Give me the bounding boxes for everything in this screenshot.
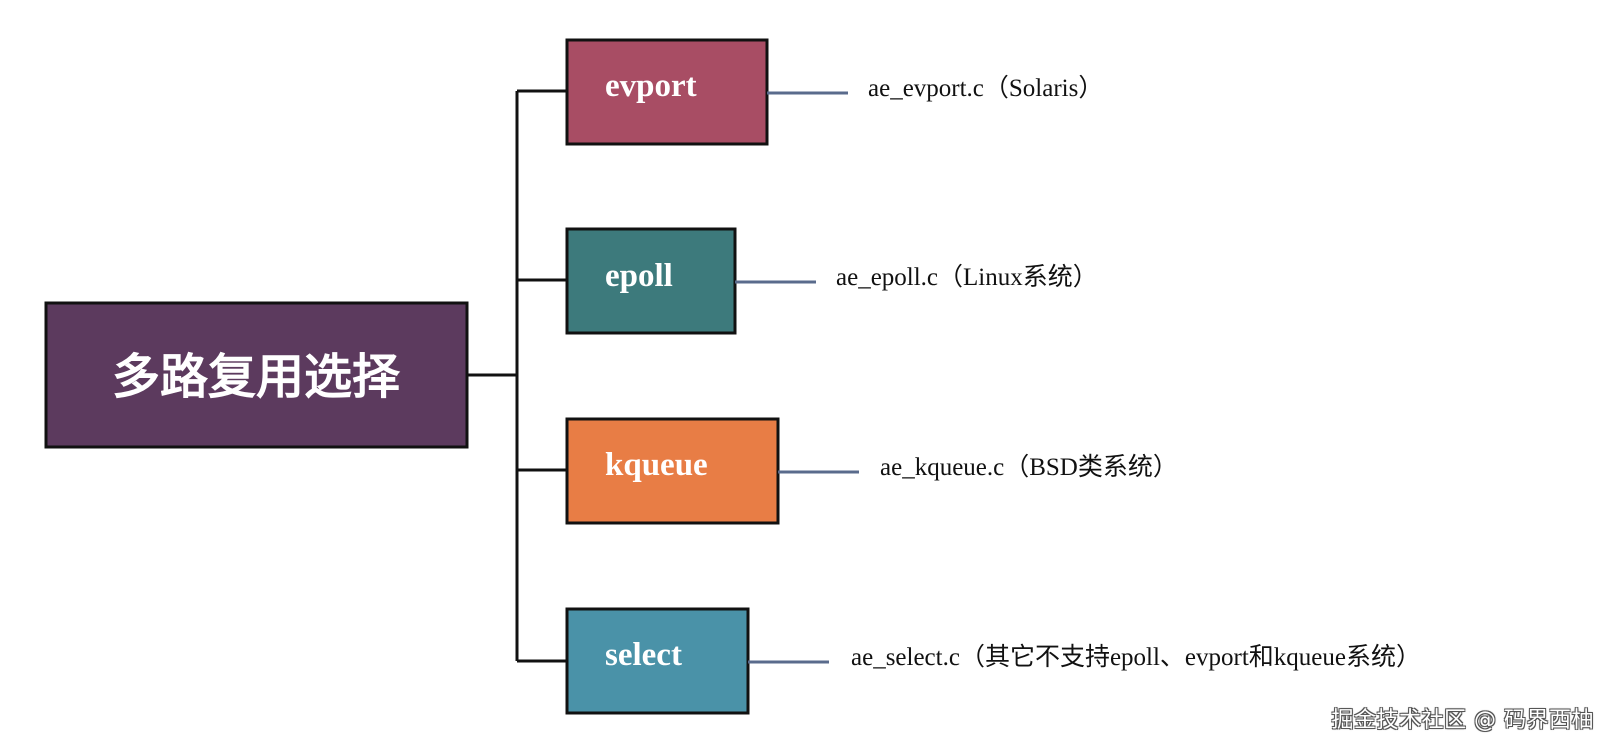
select-description: ae_select.c（其它不支持epoll、evport和kqueue系统） bbox=[851, 643, 1421, 671]
watermark: 掘金技术社区 @ 码界西柚 bbox=[1331, 708, 1594, 733]
evport-label: evport bbox=[605, 68, 697, 104]
epoll-box bbox=[565, 227, 737, 335]
select-label: select bbox=[605, 637, 682, 673]
tree-connectors bbox=[467, 89, 567, 663]
epoll-label: epoll bbox=[605, 258, 673, 294]
evport-description: ae_evport.c（Solaris） bbox=[868, 74, 1103, 102]
root-node: 多路复用选择 bbox=[44, 301, 469, 449]
branch-node-kqueue: kqueue ae_kqueue.c（BSD类系统） bbox=[565, 417, 1178, 525]
kqueue-label: kqueue bbox=[605, 447, 708, 483]
kqueue-description: ae_kqueue.c（BSD类系统） bbox=[880, 453, 1178, 481]
branch-node-epoll: epoll ae_epoll.c（Linux系统） bbox=[565, 227, 1098, 335]
select-box bbox=[565, 607, 750, 715]
branch-node-select: select ae_select.c（其它不支持epoll、evport和kqu… bbox=[565, 607, 1421, 715]
branch-node-evport: evport ae_evport.c（Solaris） bbox=[565, 38, 1103, 146]
root-label: 多路复用选择 bbox=[112, 349, 401, 405]
root-box bbox=[44, 301, 469, 449]
epoll-description: ae_epoll.c（Linux系统） bbox=[836, 263, 1098, 291]
